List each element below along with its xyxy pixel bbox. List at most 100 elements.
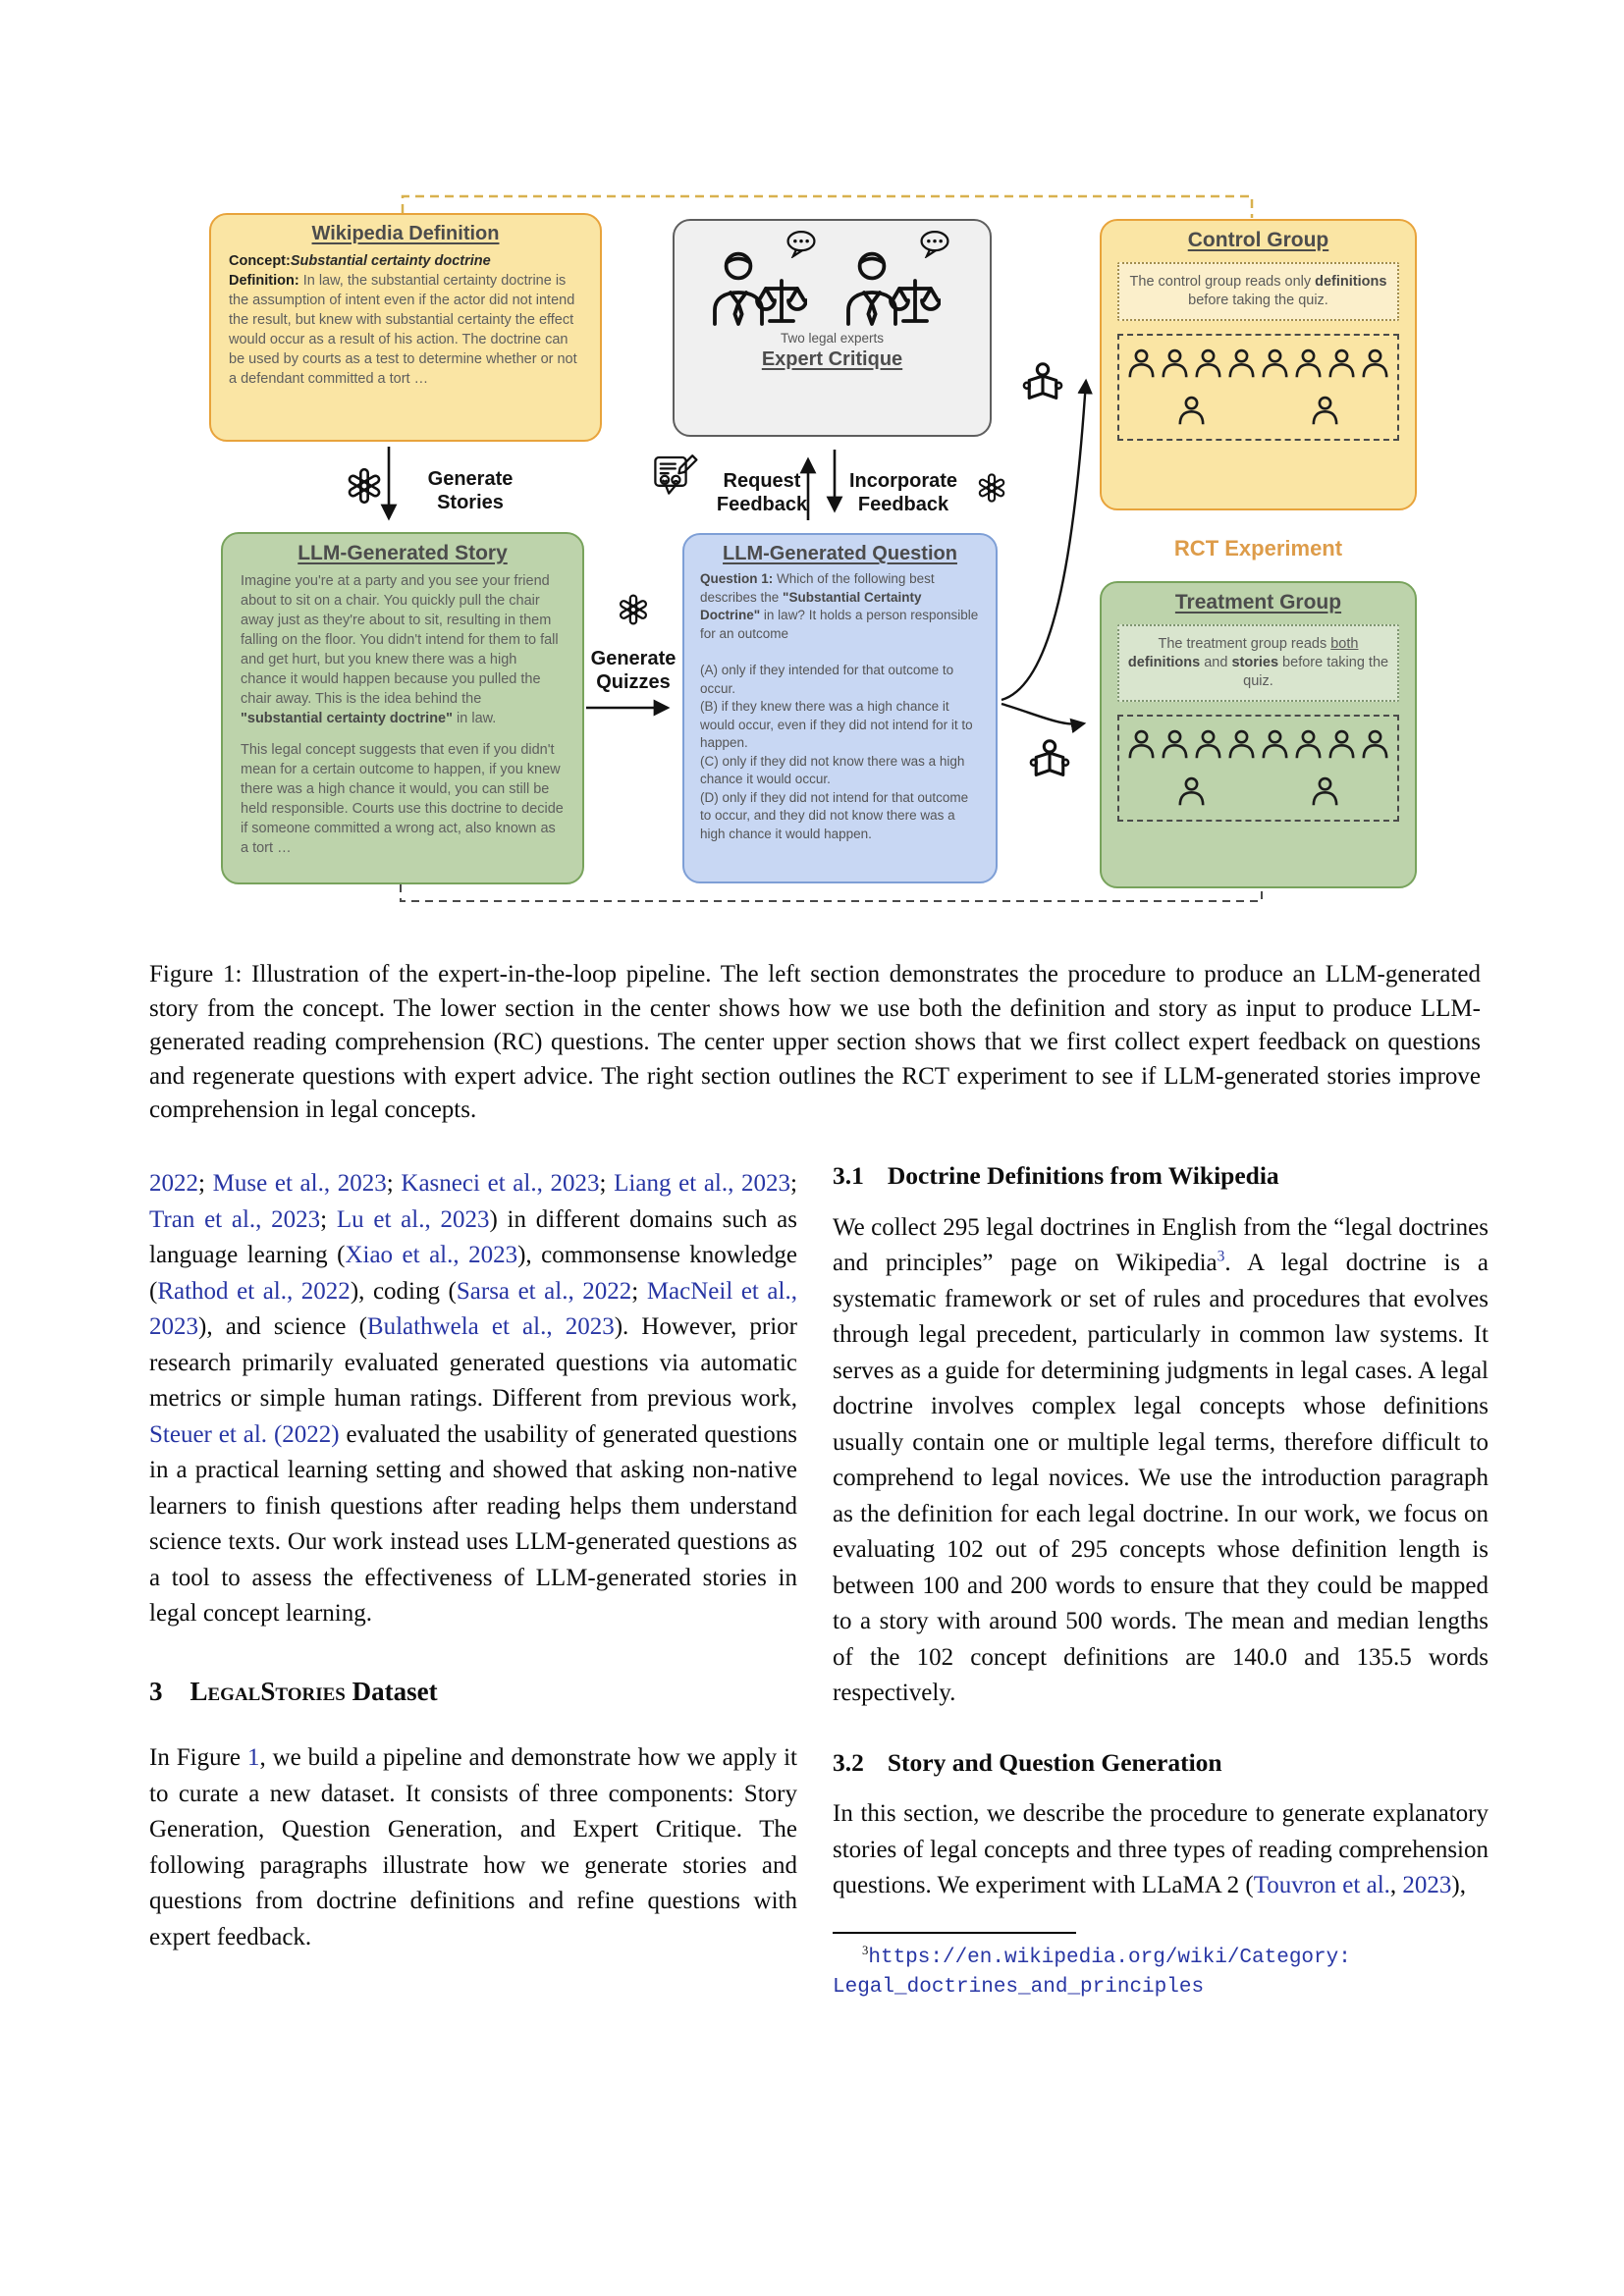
citation-link[interactable]: Muse et al., 2023 <box>212 1170 387 1197</box>
control-group-participants <box>1117 334 1399 441</box>
person-icon <box>1259 728 1291 761</box>
openai-icon <box>975 471 1008 505</box>
citation-link[interactable]: Lu et al., 2023 <box>336 1205 490 1233</box>
person-icon <box>1326 347 1358 380</box>
citation-link[interactable]: 2023 <box>1402 1872 1452 1898</box>
openai-icon <box>616 592 651 627</box>
person-icon <box>1225 347 1258 380</box>
citation-link[interactable]: 3 <box>1217 1248 1225 1265</box>
reader-icon <box>1028 738 1071 781</box>
story-paragraph-1: Imagine you're at a party and you see yo… <box>241 573 559 726</box>
citation-link[interactable]: Bulathwela et al., 2023 <box>366 1313 615 1340</box>
citation-link[interactable]: Touvron et al. <box>1253 1872 1390 1898</box>
llm-generated-question-title: LLM-Generated Question <box>723 543 957 564</box>
citation-link[interactable]: Sarsa et al., 2022 <box>456 1277 632 1305</box>
treatment-group-participants <box>1117 715 1399 822</box>
person-icon <box>1259 347 1291 380</box>
citation-link[interactable]: Steuer et al. (2022) <box>149 1420 340 1448</box>
citation-link[interactable]: MacNeil et al., 2023 <box>149 1277 797 1341</box>
person-icon <box>1292 347 1325 380</box>
right-column: 3.1 Doctrine Definitions from Wikipedia W… <box>833 1158 1489 2002</box>
question-option-a: (A) only if they intended for that outco… <box>700 663 954 696</box>
speech-bubble-icon <box>917 231 952 258</box>
person-icon <box>1175 775 1208 808</box>
section-title: LegalStories Dataset <box>189 1676 438 1706</box>
question-options: (A) only if they intended for that outco… <box>684 662 996 851</box>
citation-link[interactable]: 1 <box>246 1744 260 1771</box>
subsection-number: 3.1 <box>833 1161 864 1190</box>
person-icon <box>1159 728 1191 761</box>
llm-generated-story-title: LLM-Generated Story <box>298 542 508 564</box>
subsection-number: 3.2 <box>833 1747 864 1777</box>
treatment-group-title: Treatment Group <box>1174 591 1342 614</box>
left-column: 2022; Muse et al., 2023; Kasneci et al.,… <box>149 1166 797 1955</box>
person-icon <box>1359 347 1391 380</box>
subsection-heading-doctrine-definitions: 3.1 Doctrine Definitions from Wikipedia <box>833 1158 1489 1195</box>
treatment-group-description: The treatment group reads both definitio… <box>1117 624 1399 702</box>
question-option-d: (D) only if they did not intend for that… <box>700 789 969 841</box>
url-link[interactable]: https://en.wikipedia.org/wiki/Category: <box>868 1946 1351 1969</box>
request-feedback-label: Request Feedback <box>716 470 808 515</box>
wikipedia-definition-box: Wikipedia Definition Concept:Substantial… <box>209 213 602 442</box>
question-option-b: (B) if they knew there was a high chance… <box>700 699 973 750</box>
footnote-rule <box>833 1931 1076 1934</box>
rct-experiment-label: RCT Experiment <box>1173 536 1343 561</box>
paragraph: We collect 295 legal doctrines in Englis… <box>833 1213 1489 1707</box>
person-icon <box>1192 728 1224 761</box>
person-icon <box>1225 728 1258 761</box>
wikipedia-definition-title: Wikipedia Definition <box>311 223 500 244</box>
lawyer-icon <box>709 248 807 329</box>
subsection-title: Story and Question Generation <box>887 1747 1222 1777</box>
llm-generated-story-box: LLM-Generated Story Imagine you're at a … <box>221 532 584 884</box>
footnote: 3https://en.wikipedia.org/wiki/Category:… <box>833 1931 1489 2002</box>
reader-icon <box>1021 361 1064 404</box>
legal-expert-2 <box>842 233 956 329</box>
question-option-c: (C) only if they did not know there was … <box>700 753 965 787</box>
section-number: 3 <box>149 1676 163 1706</box>
paragraph: In Figure 1, we build a pipeline and dem… <box>149 1744 797 1950</box>
story-paragraph-2: This legal concept suggests that even if… <box>241 742 564 856</box>
citation-link[interactable]: Rathod et al., 2022 <box>157 1277 351 1305</box>
generate-stories-label: Generate Stories <box>427 468 514 513</box>
subsection-heading-story-question-generation: 3.2 Story and Question Generation <box>833 1745 1489 1782</box>
expert-critique-title: Expert Critique <box>761 348 903 370</box>
person-icon <box>1359 728 1391 761</box>
person-icon <box>1326 728 1358 761</box>
subsection-title: Doctrine Definitions from Wikipedia <box>887 1161 1279 1190</box>
citation-link[interactable]: Liang et al., 2023 <box>614 1170 791 1197</box>
legal-experts <box>675 233 990 329</box>
person-icon <box>1125 347 1158 380</box>
figure-1: Wikipedia Definition Concept:Substantial… <box>130 137 1494 923</box>
footnote-text: 3https://en.wikipedia.org/wiki/Category:… <box>833 1943 1351 1999</box>
citation-link[interactable]: 2022 <box>149 1170 198 1197</box>
citation-link[interactable]: Xiao et al., 2023 <box>345 1242 518 1268</box>
treatment-group-box: Treatment Group The treatment group read… <box>1100 581 1417 888</box>
openai-icon <box>344 465 385 507</box>
two-legal-experts-label: Two legal experts <box>780 331 885 346</box>
expert-critique-box: Two legal experts Expert Critique <box>673 219 992 437</box>
figure-caption: Figure 1: Illustration of the expert-in-… <box>149 961 1481 1123</box>
legal-expert-1 <box>709 233 823 329</box>
question-stem: Question 1: Which of the following best … <box>700 571 979 641</box>
citation-link[interactable]: Kasneci et al., 2023 <box>401 1170 600 1197</box>
control-group-description: The control group reads only definitions… <box>1117 262 1399 321</box>
control-group-box: Control Group The control group reads on… <box>1100 219 1417 510</box>
control-group-title: Control Group <box>1187 229 1329 251</box>
paragraph: In this section, we describe the procedu… <box>833 1800 1489 1898</box>
citation-link[interactable]: Tran et al., 2023 <box>149 1205 321 1233</box>
feedback-icon <box>653 452 700 499</box>
person-icon <box>1175 395 1208 427</box>
speech-bubble-icon <box>784 231 819 258</box>
paragraph: 2022; Muse et al., 2023; Kasneci et al.,… <box>149 1170 797 1627</box>
person-icon <box>1292 728 1325 761</box>
incorporate-feedback-label: Incorporate Feedback <box>848 470 958 515</box>
person-icon <box>1125 728 1158 761</box>
generate-quizzes-label: Generate Quizzes <box>590 648 677 693</box>
person-icon <box>1159 347 1191 380</box>
person-icon <box>1309 775 1341 808</box>
person-icon <box>1309 395 1341 427</box>
person-icon <box>1192 347 1224 380</box>
url-link[interactable]: Legal_doctrines_and_principles <box>833 1975 1205 1999</box>
